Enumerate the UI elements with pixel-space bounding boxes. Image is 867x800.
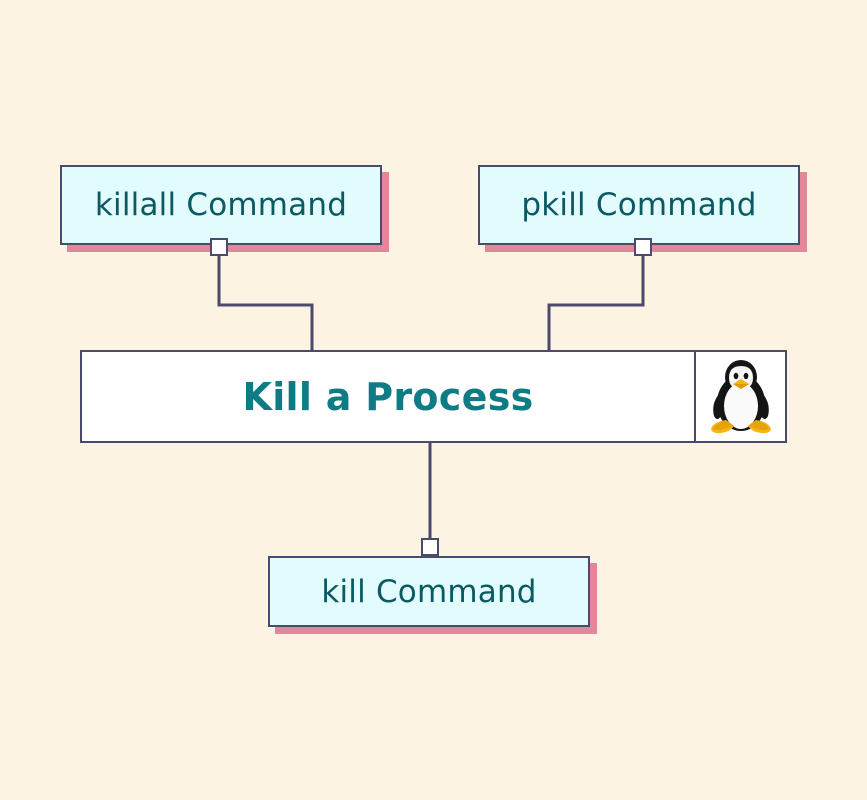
root-logo-cell	[694, 352, 785, 441]
connector-handle-pkill[interactable]	[634, 238, 652, 256]
connector-handle-kill[interactable]	[421, 538, 439, 556]
connector-killall-to-root	[217, 248, 314, 350]
node-pkill-command[interactable]: pkill Command	[478, 165, 800, 245]
node-kill-command[interactable]: kill Command	[268, 556, 590, 627]
connector-handle-killall[interactable]	[210, 238, 228, 256]
root-title-cell: Kill a Process	[82, 352, 694, 441]
page-title: Kill a Process	[242, 374, 534, 419]
node-killall-command[interactable]: killall Command	[60, 165, 382, 245]
node-killall-command-label: killall Command	[94, 187, 348, 223]
node-kill-command-label: kill Command	[321, 573, 537, 610]
connector-pkill-to-root	[547, 248, 645, 350]
linux-tux-penguin-logo	[710, 359, 771, 433]
node-kill-a-process-root[interactable]: Kill a Process	[80, 350, 787, 443]
node-pkill-command-label: pkill Command	[521, 187, 757, 223]
